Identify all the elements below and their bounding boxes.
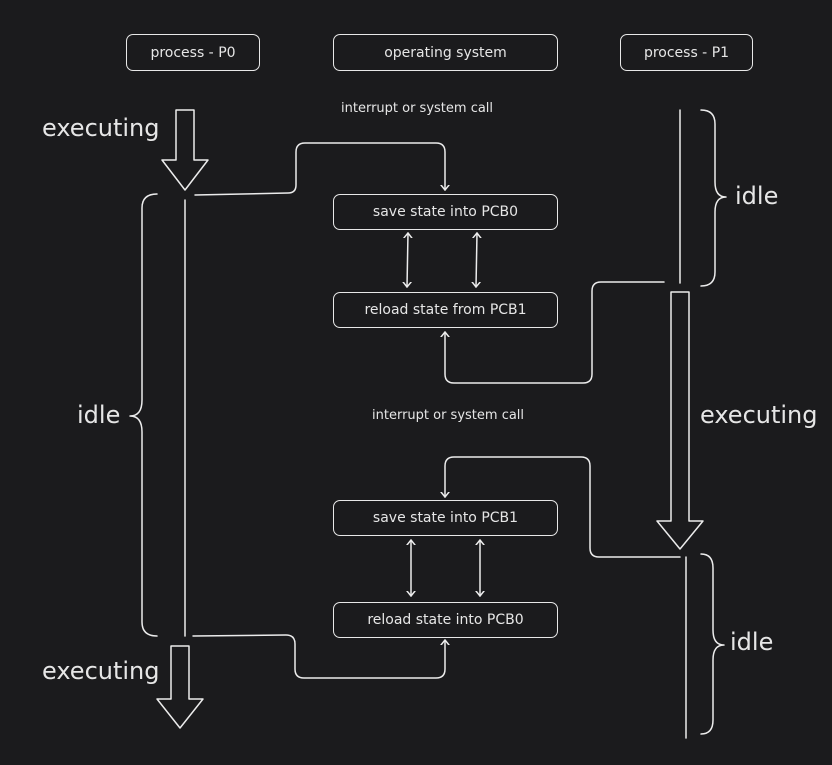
box-reload-state-pcb1: reload state from PCB1 (333, 292, 558, 328)
header-process-p1-label: process - P1 (643, 44, 730, 61)
p0-idle-brace (129, 193, 158, 637)
header-process-p1: process - P1 (620, 34, 753, 71)
header-operating-system-label: operating system (384, 44, 507, 61)
p0-executing-arrow-bottom (156, 645, 204, 729)
header-process-p0: process - P0 (126, 34, 260, 71)
p1-executing-arrow (656, 291, 704, 550)
box-reload-state-pcb0: reload state into PCB0 (333, 602, 558, 638)
double-arrow-a2 (476, 232, 477, 288)
p0-idle-label: idle (77, 401, 121, 429)
box-reload-state-pcb0-label: reload state into PCB0 (367, 612, 524, 628)
connector-p1-to-save-pcb1 (445, 456, 681, 558)
connector-p0-to-reload-pcb0 (192, 634, 445, 679)
box-reload-state-pcb1-label: reload state from PCB1 (364, 302, 527, 318)
p1-idle-brace-top (700, 109, 727, 287)
box-save-state-pcb0: save state into PCB0 (333, 194, 558, 230)
p1-idle-label-top: idle (735, 182, 779, 210)
p0-executing-label-bottom: executing (42, 657, 160, 685)
connector-p1-to-reload-pcb1 (445, 281, 665, 384)
connector-p0-to-save-pcb0 (194, 142, 445, 196)
box-save-state-pcb1: save state into PCB1 (333, 500, 558, 536)
p1-idle-brace-bottom (700, 553, 725, 735)
header-process-p0-label: process - P0 (150, 44, 236, 61)
p1-idle-label-bottom: idle (730, 628, 774, 656)
p0-executing-arrow-top (161, 109, 209, 191)
box-save-state-pcb1-label: save state into PCB1 (372, 510, 519, 526)
p1-executing-label: executing (700, 401, 818, 429)
header-operating-system: operating system (333, 34, 558, 71)
box-save-state-pcb0-label: save state into PCB0 (372, 204, 519, 220)
transition-label-first: interrupt or system call (341, 101, 494, 116)
p0-executing-label-top: executing (42, 114, 160, 142)
transition-label-second: interrupt or system call (372, 408, 525, 423)
double-arrow-a1 (407, 232, 408, 288)
